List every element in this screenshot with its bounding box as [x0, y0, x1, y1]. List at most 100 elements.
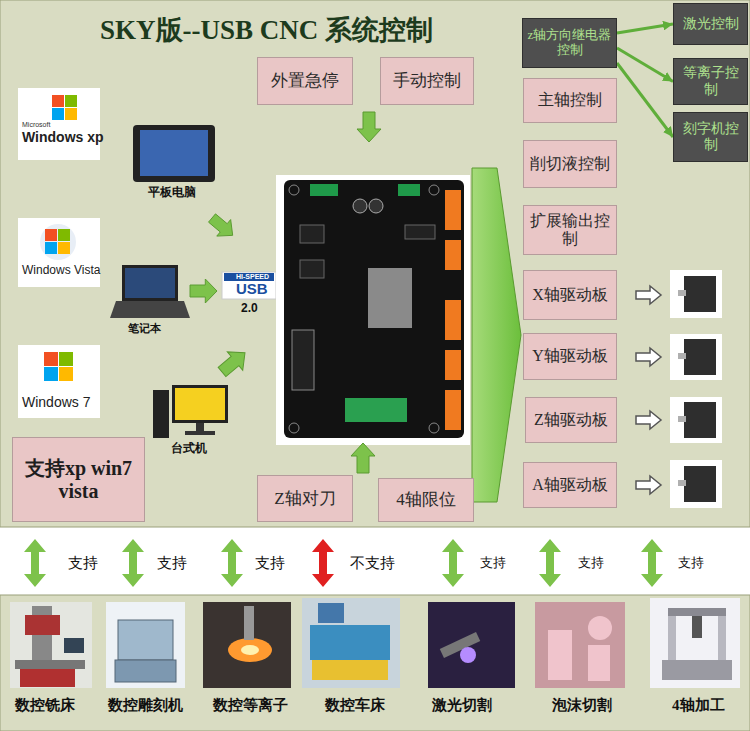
- windows-vista-logo: [18, 218, 100, 287]
- label-text: USB: [236, 281, 268, 298]
- node-text: 支持xp win7 vista: [18, 457, 139, 503]
- machine-panel: [318, 603, 344, 623]
- input-arrow: [351, 443, 375, 473]
- usb-bar: [224, 273, 274, 281]
- output-box: 削切液控制: [523, 140, 617, 188]
- diagram-title: SKY版--USB CNC 系统控制: [100, 12, 433, 48]
- connector: [445, 240, 461, 270]
- node-text: 等离子控制: [678, 65, 743, 97]
- mounting-hole: [429, 423, 439, 433]
- label-text: 台式机: [171, 442, 207, 455]
- machine-base: [662, 660, 732, 680]
- node-text: 外置急停: [271, 71, 339, 91]
- input-arrow: [357, 112, 381, 142]
- label-text: 支持: [578, 556, 604, 570]
- tablet-picture: [133, 125, 215, 182]
- flag-square: [59, 352, 73, 366]
- input-box: 手动控制: [380, 57, 474, 105]
- laser-picture: [428, 602, 515, 688]
- connector: [445, 190, 461, 230]
- label-text: 支持: [678, 556, 704, 570]
- spark: [241, 645, 259, 655]
- label-text: 2.0: [241, 302, 258, 315]
- flag-square: [58, 242, 70, 254]
- board-ground: [276, 175, 470, 445]
- label-text: 泡沫切割: [552, 697, 612, 714]
- label-text: Windows xp: [22, 130, 104, 145]
- label-text: 平板电脑: [148, 186, 196, 199]
- label-text: HI-SPEED: [236, 273, 269, 281]
- connector-arrow: [617, 63, 673, 137]
- usb-ground: [222, 272, 276, 299]
- tablet-frame: [133, 125, 215, 182]
- node-text: 刻字机控制: [678, 121, 743, 153]
- motor-arrows: [636, 286, 661, 494]
- input-arrow: [205, 210, 240, 244]
- monitor-stand: [196, 423, 204, 431]
- node-text: z轴方向继电器控制: [527, 28, 612, 58]
- flag-square: [58, 229, 70, 241]
- label-text: 支持: [68, 555, 98, 572]
- motor-body: [684, 276, 716, 312]
- hollow-arrow: [636, 476, 661, 494]
- machine-base: [20, 669, 75, 687]
- gantry-post: [718, 612, 726, 660]
- tablet-screen: [140, 130, 208, 176]
- flag-square: [52, 108, 64, 120]
- picture-ground: [535, 602, 625, 688]
- flag-square: [44, 352, 58, 366]
- gantry-beam: [668, 608, 726, 616]
- picture-ground: [302, 598, 400, 688]
- engraver-picture: [106, 602, 185, 688]
- laser-glow: [460, 647, 476, 663]
- node-text: 扩展输出控制: [528, 212, 612, 249]
- double-arrow: [539, 539, 561, 587]
- foam-picture: [535, 602, 625, 688]
- laptop-base: [110, 301, 190, 318]
- node-text: A轴驱动板: [532, 476, 608, 494]
- picture-ground: [10, 602, 92, 688]
- output-box: 主轴控制: [523, 78, 617, 123]
- spark: [228, 638, 272, 662]
- milling-machine-picture: [10, 602, 92, 688]
- output-chevron: [472, 168, 521, 502]
- node-text: 手动控制: [393, 71, 461, 91]
- usb-logo: [222, 272, 276, 299]
- double-arrow: [122, 539, 144, 587]
- flag-square: [65, 108, 77, 120]
- motor-ground: [670, 334, 722, 380]
- node-text: Z轴对刀: [274, 489, 335, 509]
- flag-square: [65, 95, 77, 107]
- machine-table: [15, 660, 85, 669]
- machine-base: [312, 660, 388, 680]
- pin-header: [292, 330, 314, 390]
- motor-shaft: [678, 290, 686, 296]
- motor-shaft: [678, 353, 686, 359]
- foam-shape: [588, 645, 610, 681]
- input-box: Z轴对刀: [257, 475, 353, 522]
- driver-box: Y轴驱动板: [523, 333, 617, 380]
- laptop-screen: [125, 268, 175, 298]
- logo-ground: [18, 88, 100, 160]
- double-arrow: [641, 539, 663, 587]
- picture-ground: [650, 598, 740, 688]
- terminal-block: [398, 184, 420, 196]
- label-text: 数控车床: [325, 697, 385, 714]
- capacitor: [369, 199, 383, 213]
- connector-arrow: [617, 24, 673, 33]
- windows-7-logo: [18, 345, 100, 418]
- os-support-box: 支持xp win7 vista: [12, 437, 145, 522]
- flag-square: [45, 229, 57, 241]
- terminal-block: [310, 184, 338, 196]
- module: [368, 268, 412, 328]
- logo-orb: [40, 224, 76, 260]
- laptop-picture: [110, 265, 190, 318]
- node-text: 主轴控制: [538, 91, 602, 109]
- node-text: X轴驱动板: [532, 286, 608, 304]
- logo-ground: [18, 345, 100, 418]
- node-text: 削切液控制: [530, 155, 610, 173]
- label-text: 笔记本: [128, 322, 161, 334]
- double-arrow: [24, 539, 46, 587]
- terminal-block: [345, 398, 407, 422]
